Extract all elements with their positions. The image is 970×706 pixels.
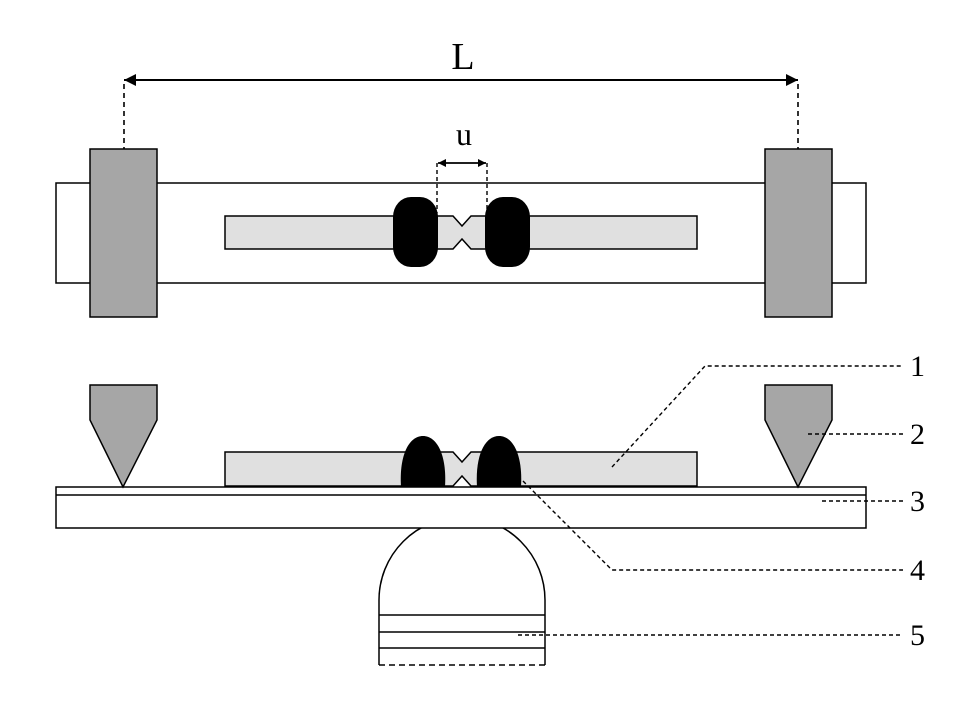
knife-edge-right bbox=[764, 384, 833, 489]
weld-bead-top-left bbox=[393, 197, 438, 267]
callout-numbers: 1 2 3 4 5 bbox=[910, 350, 925, 652]
callout-5: 5 bbox=[910, 619, 925, 652]
specimen-side bbox=[224, 451, 698, 487]
callout-1: 1 bbox=[910, 350, 925, 383]
side-view bbox=[55, 384, 867, 666]
weld-bead-top-right bbox=[485, 197, 530, 267]
gap-dimension: u bbox=[436, 116, 488, 213]
punch-dome bbox=[378, 516, 546, 665]
weld-bead-side-left bbox=[400, 436, 446, 487]
gap-label: u bbox=[456, 116, 472, 152]
carrier-plate-side bbox=[55, 486, 867, 529]
clamp-top-left bbox=[89, 148, 158, 318]
specimen-top bbox=[224, 215, 698, 250]
span-dimension: L bbox=[123, 36, 799, 150]
top-view: L u bbox=[55, 36, 867, 318]
clamp-top-right bbox=[764, 148, 833, 318]
support-punch bbox=[378, 516, 546, 666]
knife-edge-left bbox=[89, 384, 158, 489]
callout-leaders bbox=[518, 365, 903, 636]
span-label: L bbox=[451, 36, 474, 78]
callout-4: 4 bbox=[910, 554, 925, 587]
weld-bead-side-right bbox=[476, 436, 522, 487]
callout-2: 2 bbox=[910, 418, 925, 451]
leader-1 bbox=[611, 365, 903, 468]
callout-3: 3 bbox=[910, 485, 925, 518]
